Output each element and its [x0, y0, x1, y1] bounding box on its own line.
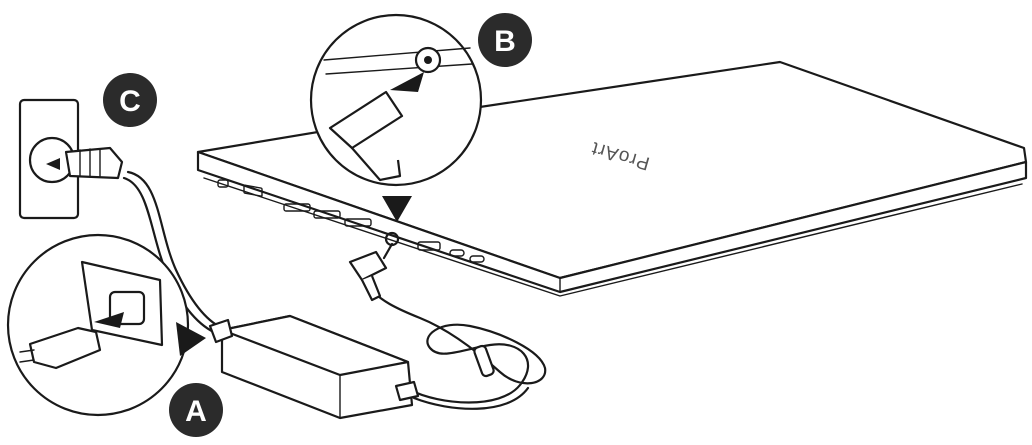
hdmi-port: [417, 241, 441, 251]
svg-text:A: A: [185, 395, 207, 428]
magnifier-a-pointer: [176, 322, 206, 356]
wall-outlet: [18, 98, 124, 220]
vent-slot-2: [313, 210, 341, 219]
laptop-side-ports: [217, 179, 485, 263]
power-adapter: [208, 314, 420, 420]
ac-cord: [126, 170, 224, 330]
magnifier-b-pointer: [382, 196, 412, 222]
usb-c-port-2: [469, 255, 485, 263]
ac-plug: [46, 146, 124, 180]
svg-text:B: B: [494, 25, 516, 58]
magnifier-a: [6, 233, 206, 417]
insert-arrow-c: [46, 158, 60, 170]
badge-a: A: [169, 383, 223, 437]
magnifier-b: [309, 13, 483, 222]
lock-slot: [217, 179, 229, 188]
cable-tie: [473, 344, 495, 378]
vent-slot-3: [344, 218, 372, 227]
insert-arrow-b: [390, 72, 424, 92]
svg-text:C: C: [119, 85, 141, 118]
usb-c-port-1: [449, 249, 465, 257]
badge-c: C: [103, 73, 157, 127]
vent-slot-1: [283, 203, 311, 212]
dc-plug: [348, 242, 394, 302]
badge-b: B: [478, 13, 532, 67]
usb-a-port: [243, 184, 263, 197]
insert-arrow-a: [94, 312, 124, 328]
dc-cord: [370, 288, 547, 404]
